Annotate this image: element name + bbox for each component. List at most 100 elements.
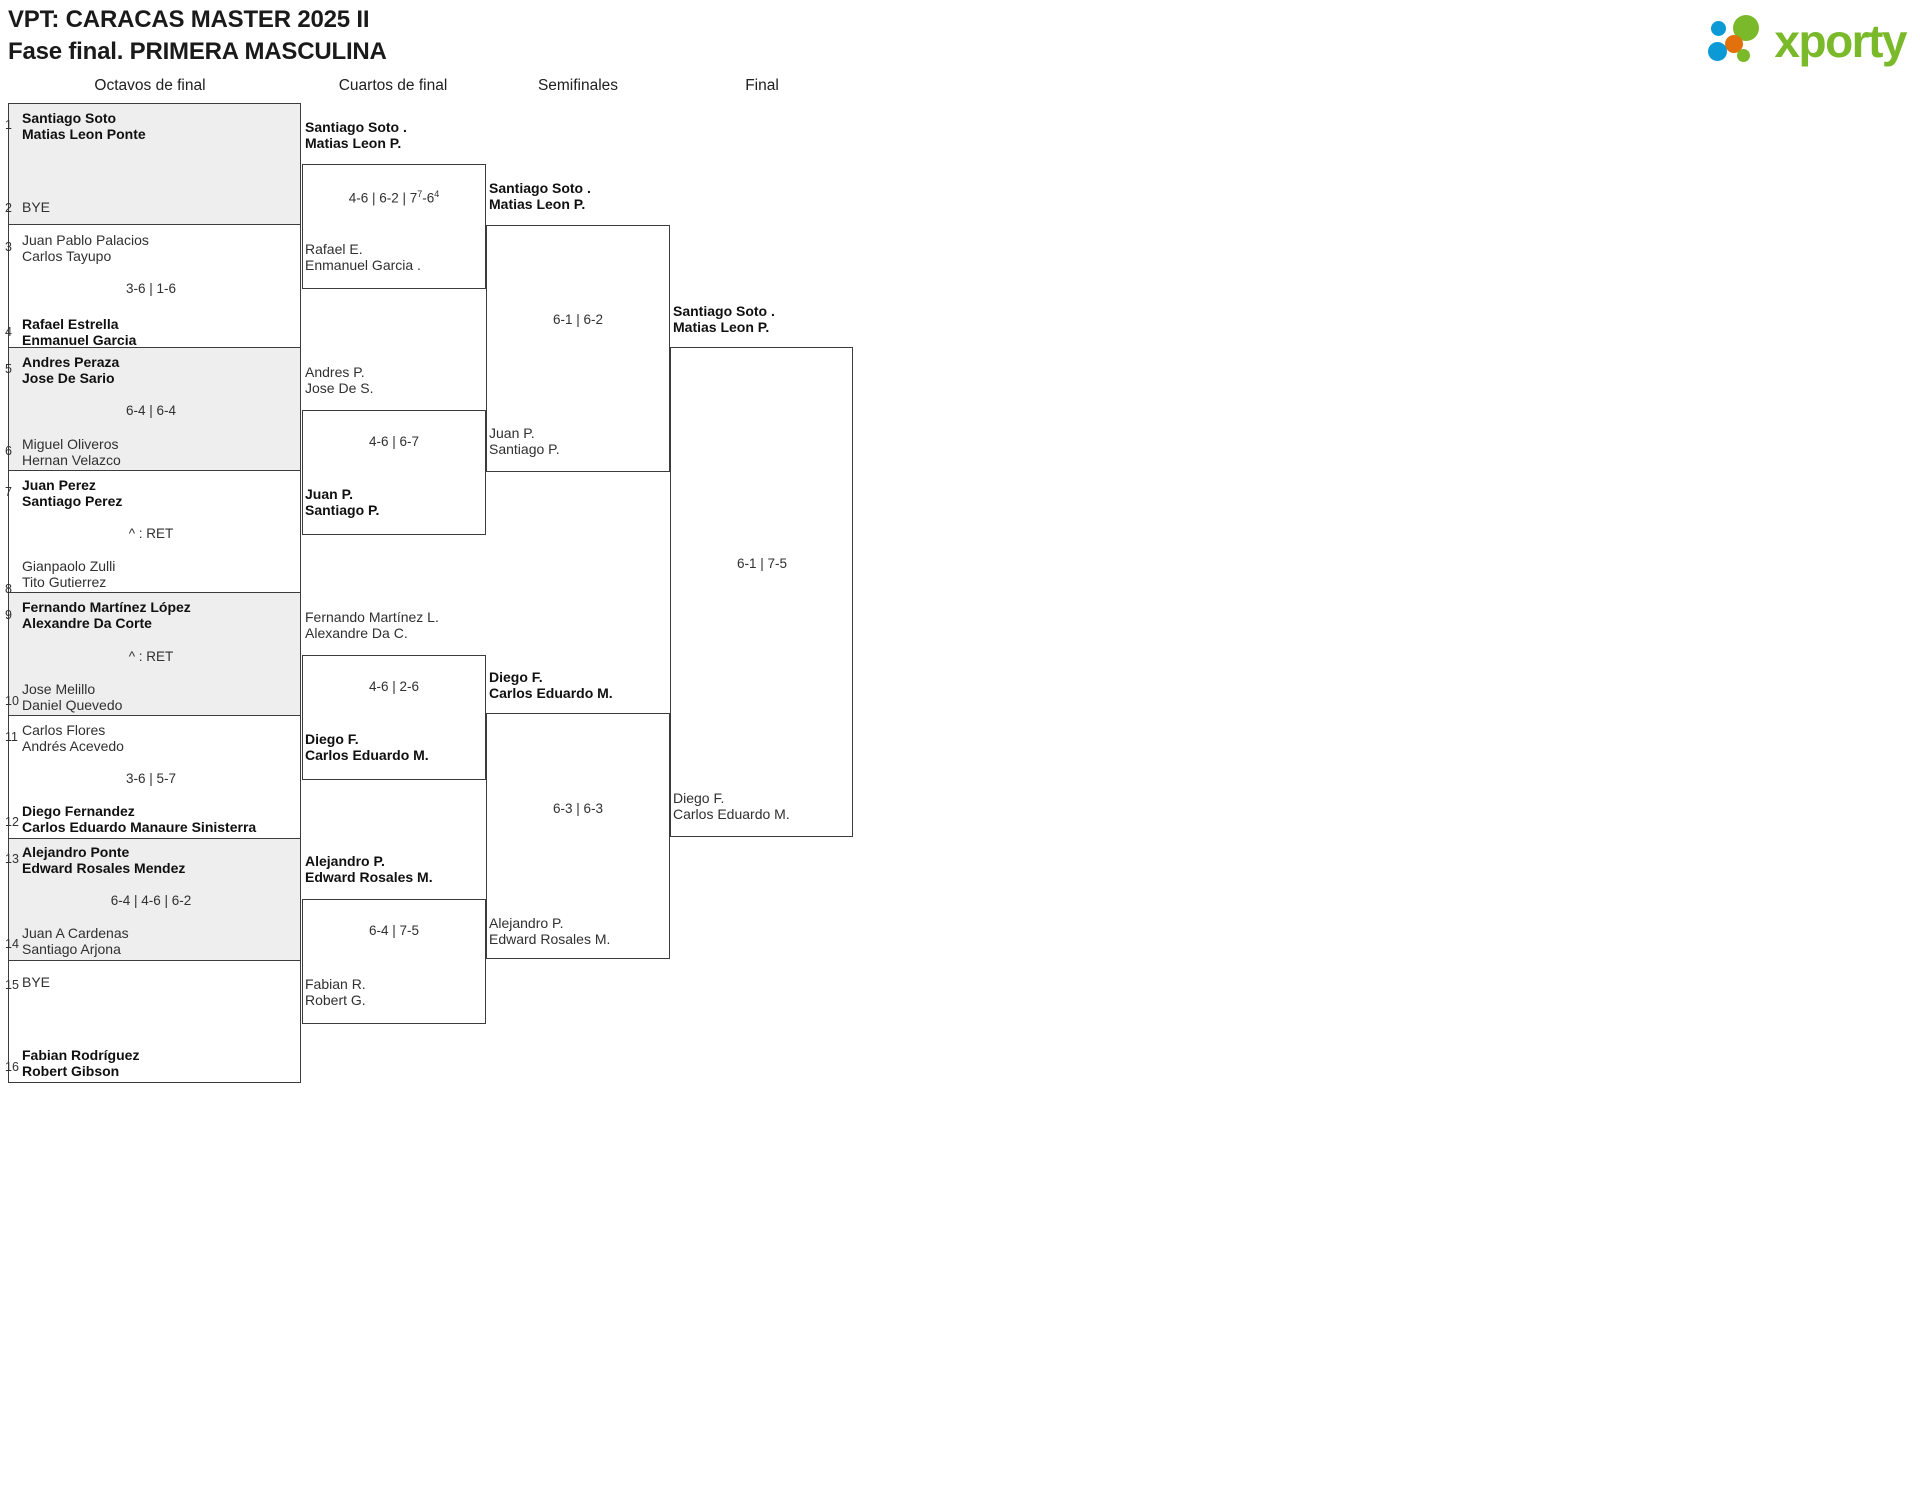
seed-15: 15 (5, 978, 19, 992)
player-name: Alexandre Da Corte (22, 615, 152, 632)
r1-team-11: Carlos Flores Andrés Acevedo (22, 722, 124, 754)
r1-team-6: Miguel Oliveros Hernan Velazco (22, 436, 121, 468)
player-name: Daniel Quevedo (22, 697, 123, 714)
player-name: Santiago Arjona (22, 941, 121, 958)
player-name: Alejandro P. (305, 853, 385, 869)
player-name: Alejandro P. (489, 915, 564, 931)
player-name: Rafael Estrella (22, 316, 119, 332)
r1-match-box-7[interactable] (8, 838, 301, 960)
player-name: Santiago P. (489, 441, 560, 458)
seed-12: 12 (5, 815, 19, 829)
r1-team-2: BYE (22, 199, 50, 215)
r1-match-box-6[interactable] (8, 715, 301, 838)
seed-2: 2 (5, 201, 12, 215)
r2-match-box-1[interactable] (302, 164, 486, 289)
r1-match-box-2[interactable] (8, 224, 301, 347)
player-name: Santiago Soto . (489, 180, 591, 196)
player-name: Hernan Velazco (22, 452, 121, 469)
player-name: Juan P. (489, 425, 535, 441)
seed-14: 14 (5, 937, 19, 951)
r1-score-6: 3-6 | 5-7 (125, 771, 177, 786)
r2-score-3: 4-6 | 2-6 (368, 679, 420, 694)
player-name: Miguel Oliveros (22, 436, 119, 452)
r3-team-2-top: Diego F. Carlos Eduardo M. (489, 669, 613, 701)
round-header-octavos: Octavos de final (94, 77, 206, 94)
page-title: VPT: CARACAS MASTER 2025 II Fase final. … (8, 4, 387, 68)
player-name: Matias Leon P. (673, 319, 770, 336)
seed-10: 10 (5, 694, 19, 708)
r2-team-3-top: Fernando Martínez L. Alexandre Da C. (305, 609, 439, 641)
r1-score-7: 6-4 | 4-6 | 6-2 (110, 893, 192, 908)
r2-team-1-top: Santiago Soto . Matias Leon P. (305, 119, 407, 151)
r1-match-box-8[interactable] (8, 960, 301, 1083)
r1-score-3: 6-4 | 6-4 (125, 403, 177, 418)
r2-match-box-2[interactable] (302, 410, 486, 535)
r4-team-bottom: Diego F. Carlos Eduardo M. (673, 790, 790, 822)
r3-match-box-1[interactable] (486, 225, 670, 472)
logo-dot-orange-icon (1725, 35, 1744, 53)
logo-dots-icon (1706, 11, 1768, 67)
r1-match-box-4[interactable] (8, 470, 301, 592)
r4-team-top: Santiago Soto . Matias Leon P. (673, 303, 775, 335)
seed-8: 8 (5, 582, 12, 596)
logo-dot-green-small-icon (1737, 49, 1751, 62)
player-name: Diego F. (305, 731, 359, 747)
r1-score-4: ^ : RET (128, 526, 174, 541)
r1-match-box-3[interactable] (8, 347, 301, 470)
r1-team-16: Fabian Rodríguez Robert Gibson (22, 1047, 139, 1079)
logo-wordmark: xporty (1774, 15, 1907, 67)
player-name: Juan Pablo Palacios (22, 232, 149, 248)
r2-score-2: 4-6 | 6-7 (368, 434, 420, 449)
player-name: Fernando Martínez López (22, 599, 191, 615)
player-name: Santiago Soto . (673, 303, 775, 319)
player-name: Edward Rosales M. (305, 869, 433, 886)
r1-team-15: BYE (22, 974, 50, 990)
title-line-2: Fase final. PRIMERA MASCULINA (8, 37, 387, 65)
r3-score-2: 6-3 | 6-3 (552, 801, 604, 816)
player-name: Jose De Sario (22, 370, 115, 387)
player-name: Rafael E. (305, 241, 363, 257)
r2-team-2-bottom: Juan P. Santiago P. (305, 486, 379, 518)
r1-team-13: Alejandro Ponte Edward Rosales Mendez (22, 844, 185, 876)
r2-team-3-bottom: Diego F. Carlos Eduardo M. (305, 731, 429, 763)
player-name: Gianpaolo Zulli (22, 558, 116, 574)
player-name: Juan A Cardenas (22, 925, 129, 941)
r3-team-2-bottom: Alejandro P. Edward Rosales M. (489, 915, 610, 947)
r2-score-4: 6-4 | 7-5 (368, 923, 420, 938)
r1-match-box-5[interactable] (8, 592, 301, 715)
r2-team-2-top: Andres P. Jose De S. (305, 364, 373, 396)
r3-score-1: 6-1 | 6-2 (552, 312, 604, 327)
player-name: Carlos Eduardo M. (305, 747, 429, 764)
r1-team-12: Diego Fernandez Carlos Eduardo Manaure S… (22, 803, 256, 835)
seed-9: 9 (5, 608, 12, 622)
r3-match-box-2[interactable] (486, 713, 670, 959)
r3-team-1-top: Santiago Soto . Matias Leon P. (489, 180, 591, 212)
player-name: Carlos Flores (22, 722, 106, 738)
r2-match-box-3[interactable] (302, 655, 486, 780)
r2-match-box-4[interactable] (302, 899, 486, 1024)
r1-team-7: Juan Perez Santiago Perez (22, 477, 122, 509)
player-name: BYE (22, 199, 51, 215)
player-name: BYE (22, 974, 51, 990)
player-name: Jose De S. (305, 380, 374, 397)
player-name: Carlos Eduardo Manaure Sinisterra (22, 819, 257, 836)
seed-16: 16 (5, 1060, 19, 1074)
r4-match-box-1[interactable] (670, 347, 853, 837)
seed-11: 11 (5, 730, 18, 744)
logo-dot-blue-top-icon (1711, 21, 1727, 36)
seed-5: 5 (5, 362, 12, 376)
r1-score-5: ^ : RET (128, 649, 174, 664)
player-name: Enmanuel Garcia (22, 332, 137, 349)
seed-7: 7 (5, 485, 12, 499)
player-name: Diego Fernandez (22, 803, 135, 819)
player-name: Santiago Soto . (305, 119, 407, 135)
player-name: Edward Rosales M. (489, 931, 611, 948)
player-name: Alejandro Ponte (22, 844, 130, 860)
seed-4: 4 (5, 325, 12, 339)
r1-match-box-1[interactable] (8, 103, 301, 224)
player-name: Edward Rosales Mendez (22, 860, 186, 877)
player-name: Diego F. (673, 790, 725, 806)
player-name: Matias Leon P. (305, 135, 402, 152)
player-name: Carlos Eduardo M. (489, 685, 613, 702)
